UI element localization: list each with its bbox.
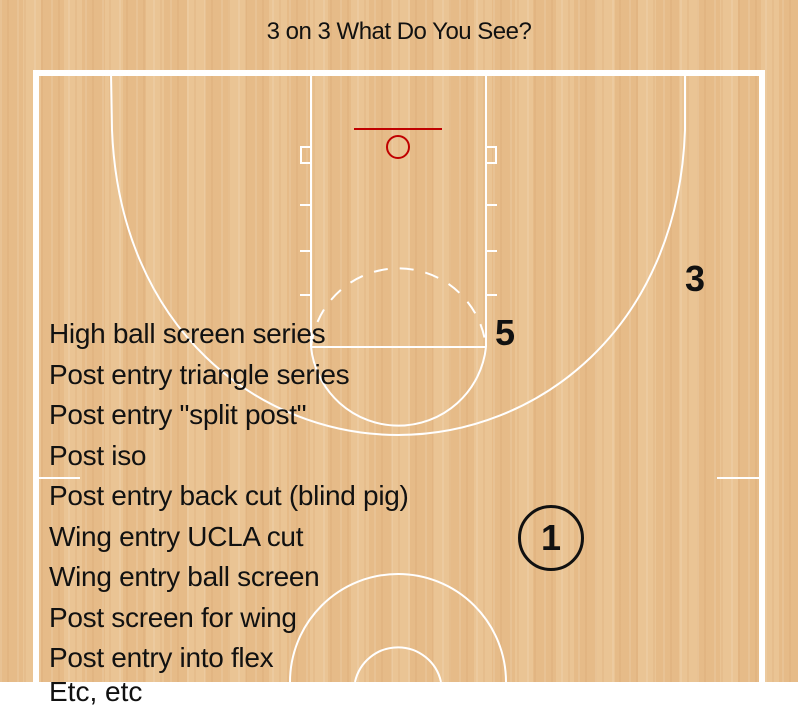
player-5-marker: 5	[495, 312, 516, 353]
court-floor	[0, 0, 798, 682]
list-item: Post screen for wing	[49, 601, 297, 633]
player-3-marker: 3	[685, 258, 706, 299]
list-item: High ball screen series	[49, 318, 326, 349]
player-1-ball-handler: 1	[518, 505, 584, 571]
rim	[386, 135, 410, 159]
list-item: Post entry "split post"	[49, 399, 307, 430]
footer-text: Etc, etc	[49, 676, 143, 707]
list-item: Post entry back cut (blind pig)	[49, 480, 409, 511]
plays-list: High ball screen series Post entry trian…	[49, 314, 409, 679]
list-item: Post entry triangle series	[49, 358, 350, 390]
list-item: Wing entry ball screen	[49, 561, 320, 592]
list-item: Post entry into flex	[49, 642, 274, 673]
list-item: Post iso	[49, 439, 147, 471]
list-item: Wing entry UCLA cut	[49, 520, 304, 552]
court-lines	[33, 70, 765, 682]
diagram-title: 3 on 3 What Do You See?	[266, 18, 532, 45]
